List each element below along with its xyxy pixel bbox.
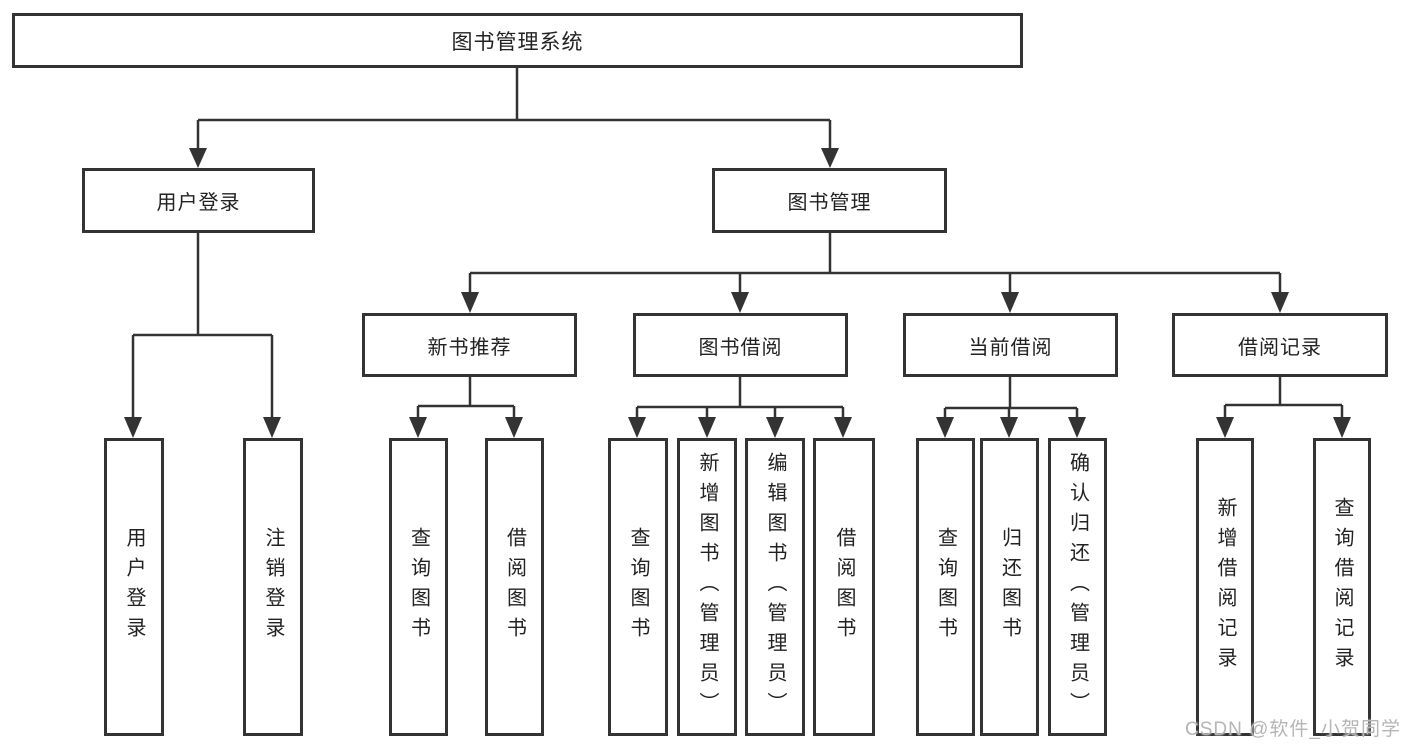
node-new-book-recommend: 新书推荐 — [362, 313, 577, 377]
csdn-watermark: CSDN @软件_小贺同学 — [1185, 719, 1401, 740]
leaf-user-login-label: 用户登录 — [123, 527, 145, 647]
leaf-query-books-borrow-label: 查询图书 — [627, 527, 649, 647]
leaf-query-books-current-label: 查询图书 — [934, 527, 957, 647]
leaf-logout-label: 注销登录 — [262, 527, 284, 647]
node-user-login: 用户登录 — [82, 168, 315, 233]
leaf-add-borrow-record: 新增借阅记录 — [1196, 438, 1254, 736]
leaf-borrow-books-borrow-label: 借阅图书 — [833, 527, 855, 647]
leaf-query-books-recommend-label: 查询图书 — [407, 527, 430, 647]
node-current-borrow: 当前借阅 — [903, 313, 1118, 377]
leaf-query-borrow-record: 查询借阅记录 — [1313, 438, 1371, 736]
leaf-return-book-label: 归还图书 — [998, 527, 1021, 647]
leaf-add-borrow-record-label: 新增借阅记录 — [1214, 497, 1236, 677]
arrowheads — [124, 148, 1351, 438]
leaf-edit-book-admin: 编辑图书（管理员） — [745, 438, 805, 736]
node-book-borrow: 图书借阅 — [633, 313, 848, 377]
leaf-query-books-current: 查询图书 — [916, 438, 975, 736]
leaf-return-book: 归还图书 — [980, 438, 1039, 736]
leaf-borrow-books-recommend: 借阅图书 — [485, 438, 544, 736]
node-book-management: 图书管理 — [712, 168, 947, 233]
leaf-confirm-return-admin-label: 确认归还（管理员） — [1066, 452, 1089, 722]
leaf-query-books-recommend: 查询图书 — [389, 438, 448, 736]
leaf-add-book-admin: 新增图书（管理员） — [677, 438, 737, 736]
leaf-edit-book-admin-label: 编辑图书（管理员） — [764, 452, 786, 722]
leaf-add-book-admin-label: 新增图书（管理员） — [696, 452, 718, 722]
leaf-borrow-books-recommend-label: 借阅图书 — [503, 527, 526, 647]
leaf-confirm-return-admin: 确认归还（管理员） — [1048, 438, 1107, 736]
leaf-query-books-borrow: 查询图书 — [608, 438, 668, 736]
leaf-user-login: 用户登录 — [104, 438, 164, 736]
leaf-borrow-books-borrow: 借阅图书 — [813, 438, 875, 736]
node-borrow-records: 借阅记录 — [1172, 313, 1388, 377]
leaf-query-borrow-record-label: 查询借阅记录 — [1331, 497, 1353, 677]
node-root-system: 图书管理系统 — [12, 13, 1023, 68]
leaf-logout: 注销登录 — [243, 438, 303, 736]
